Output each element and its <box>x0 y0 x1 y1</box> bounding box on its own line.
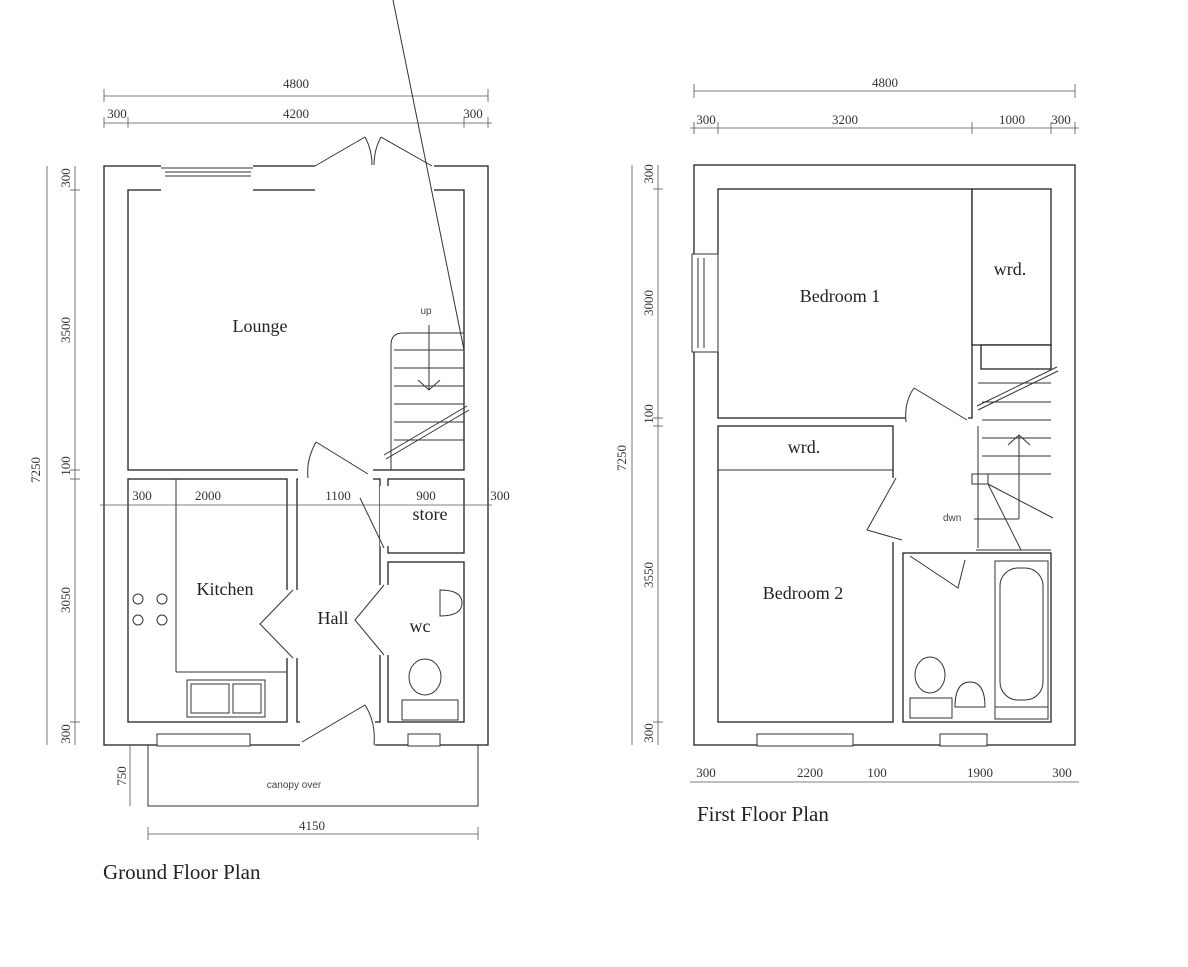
label-store: store <box>413 504 448 524</box>
dim-mid-wall-right: 300 <box>490 488 510 503</box>
dim-kitchen-width: 2000 <box>195 488 221 503</box>
dim-hall-width: 1100 <box>325 488 351 503</box>
dim-overall-depth: 7250 <box>614 445 629 471</box>
wc-door[interactable] <box>354 584 385 656</box>
dim-bottom-left-wall: 300 <box>696 765 716 780</box>
wc-fittings <box>401 589 463 721</box>
bathroom-door[interactable] <box>909 555 966 589</box>
label-wc: wc <box>410 616 431 636</box>
basin-icon <box>954 681 986 708</box>
bedroom1-door[interactable] <box>905 387 968 423</box>
canopy: canopy over 750 4150 <box>114 745 479 840</box>
room-lounge <box>127 189 465 471</box>
ground-left-dimensions: 7250 300 3500 100 3050 300 <box>28 166 80 745</box>
dim-bedroom2-depth: 3550 <box>641 562 656 588</box>
ground-floor-title: Ground Floor Plan <box>103 860 261 884</box>
dim-bedroom-width: 3200 <box>832 112 858 127</box>
stair-down-label: dwn <box>943 513 961 524</box>
dim-canopy-width: 4150 <box>299 818 325 833</box>
dim-overall-width: 4800 <box>283 76 309 91</box>
dim-overall-depth: 7250 <box>28 457 43 483</box>
dim-bottom-right-wall: 300 <box>1052 765 1072 780</box>
first-bottom-dimensions: 300 2200 100 1900 300 <box>690 765 1079 783</box>
toilet-icon <box>914 656 946 694</box>
dim-left-wall: 300 <box>696 112 716 127</box>
label-bedroom2: Bedroom 2 <box>763 583 844 603</box>
dim-bedroom2-width: 2200 <box>797 765 823 780</box>
label-kitchen: Kitchen <box>197 579 254 599</box>
bedroom1-window <box>691 253 719 353</box>
dim-mid-wall-left: 300 <box>132 488 152 503</box>
dim-bottom-wall: 300 <box>641 723 656 743</box>
sink-icon <box>186 679 266 718</box>
dim-right-wall: 300 <box>1051 112 1071 127</box>
ground-floor-plan: 4800 300 4200 300 7250 300 3500 100 3050… <box>28 0 510 884</box>
label-bedroom1: Bedroom 1 <box>800 286 881 306</box>
hob-icon <box>132 593 168 626</box>
label-lounge: Lounge <box>233 316 288 336</box>
dim-top-wall: 300 <box>58 168 73 188</box>
dim-bedroom1-depth: 3000 <box>641 290 656 316</box>
front-door[interactable] <box>301 704 375 746</box>
label-wardrobe1: wrd. <box>994 259 1027 279</box>
ground-top-dimensions: 4800 300 4200 300 <box>103 76 492 128</box>
label-wardrobe2: wrd. <box>788 437 821 457</box>
dim-top-wall: 300 <box>641 164 656 184</box>
ground-mid-dimensions: 300 2000 1100 900 300 <box>100 488 510 506</box>
lounge-window <box>161 165 253 191</box>
first-floor-title: First Floor Plan <box>697 802 829 826</box>
wc-window <box>407 733 441 747</box>
kitchen-units <box>132 479 287 718</box>
kitchen-door[interactable] <box>259 589 294 659</box>
basin-icon <box>439 589 463 617</box>
room-wc <box>387 561 465 723</box>
bedroom2-window <box>756 733 854 747</box>
dim-bottom-partition: 100 <box>867 765 887 780</box>
room-bedroom2 <box>717 425 894 723</box>
dim-canopy-depth: 750 <box>114 766 129 786</box>
room-bedroom1 <box>717 188 973 419</box>
dim-store-width: 900 <box>416 488 436 503</box>
dim-lower-depth: 3050 <box>58 587 73 613</box>
bedroom2-door[interactable] <box>866 477 903 541</box>
stair-wall <box>980 344 1052 370</box>
dim-bathroom-width: 1900 <box>967 765 993 780</box>
dim-partition: 100 <box>641 404 656 424</box>
dim-partition: 100 <box>58 456 73 476</box>
first-left-dimensions: 7250 300 3000 100 3550 300 <box>614 164 663 745</box>
first-top-dimensions: 4800 300 3200 1000 300 <box>690 75 1079 134</box>
room-bathroom <box>902 552 1052 723</box>
first-floor-plan: 4800 300 3200 1000 300 7250 300 3000 100… <box>614 75 1079 826</box>
bathroom-fittings <box>909 560 1049 720</box>
room-hall <box>296 478 381 723</box>
label-hall: Hall <box>318 608 349 628</box>
store-door[interactable] <box>359 497 385 549</box>
first-stairs: dwn <box>943 366 1059 551</box>
toilet-icon <box>408 658 442 696</box>
room-kitchen <box>127 478 288 723</box>
ground-stairs: up <box>383 0 470 470</box>
wardrobe-1 <box>971 188 1052 346</box>
kitchen-window <box>156 733 251 747</box>
bathroom-window <box>939 733 988 747</box>
dim-lounge-depth: 3500 <box>58 317 73 343</box>
french-doors[interactable] <box>314 136 433 167</box>
label-canopy: canopy over <box>267 780 322 791</box>
dim-wardrobe-width: 1000 <box>999 112 1025 127</box>
lounge-door[interactable] <box>307 441 369 479</box>
stair-up-label: up <box>420 306 432 317</box>
dim-right-wall: 300 <box>463 106 483 121</box>
dim-bottom-wall: 300 <box>58 724 73 744</box>
dim-inner-width: 4200 <box>283 106 309 121</box>
dim-left-wall: 300 <box>107 106 127 121</box>
dim-overall-width: 4800 <box>872 75 898 90</box>
